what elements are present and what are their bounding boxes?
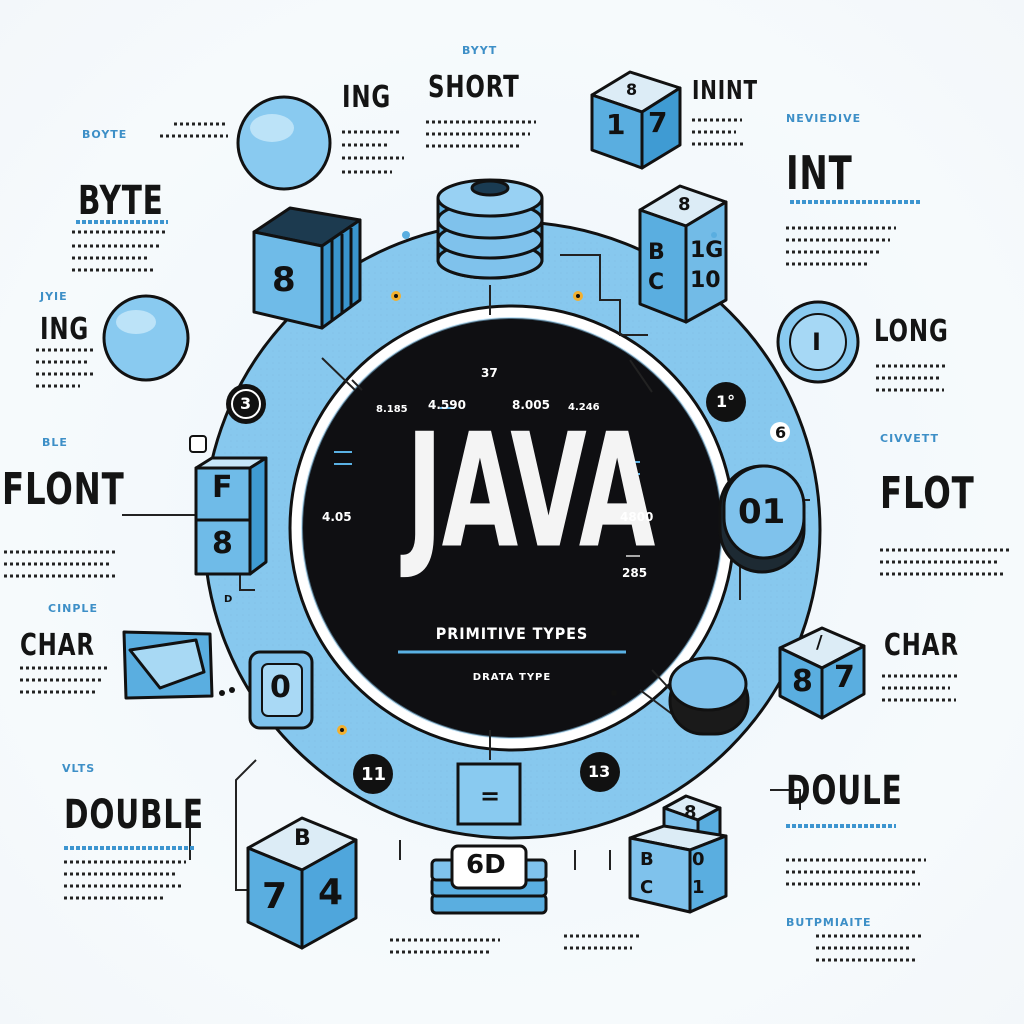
square-bottom-text: = [480, 782, 501, 810]
cube-double-right: 4 [318, 872, 344, 913]
cube-char-left: 8 [792, 664, 813, 699]
label-inint: ININT [692, 76, 758, 106]
caption: DRATA TYPE [472, 672, 552, 683]
block-flont [194, 456, 268, 576]
cube-short-left: 1 [606, 108, 626, 141]
small-byyt: BYYT [462, 44, 498, 57]
d-small-text: D [224, 594, 233, 605]
label-char-right: CHAR [884, 628, 959, 663]
cube-int-top: 8 [678, 194, 691, 215]
cube-double-top: B [294, 826, 311, 851]
block-flont-top: F [212, 470, 233, 505]
dot-br-text: 13 [588, 762, 611, 781]
pill-right [668, 656, 750, 736]
database-stack [436, 178, 544, 280]
pill-flot-text: 01 [738, 492, 786, 532]
small-ble: BLE [42, 436, 68, 449]
box-byte-front: 8 [272, 260, 296, 300]
sphere-left [102, 294, 190, 382]
num-row1: 8.185 [376, 404, 408, 415]
cube-double-left: 7 [262, 876, 288, 917]
num-row2: 4.590 [428, 398, 466, 412]
num-row4: 4.246 [568, 402, 600, 413]
cube-double [246, 816, 358, 950]
dot-left-text: 3 [240, 394, 252, 413]
label-double: DOUBLE [64, 792, 204, 838]
cube-char-top: / [816, 632, 823, 653]
small-nevedive: NEVIEDIVE [786, 112, 862, 125]
main-title: JAVA [406, 400, 655, 584]
num-right2: 285 [622, 566, 648, 580]
label-long: LONG [874, 314, 949, 349]
block-flont-bottom: 8 [212, 526, 233, 561]
cube-int-right: 1G 10 [690, 238, 724, 293]
cube-doule-left: B C [640, 849, 654, 898]
label-short: SHORT [428, 70, 520, 105]
sphere-top [236, 95, 332, 191]
square-bottom [456, 762, 522, 826]
coin-long-text: I [812, 328, 821, 356]
cube-char [778, 626, 866, 720]
num-right: 4800 [620, 510, 654, 524]
small-vlts: VLTS [62, 762, 96, 775]
stack-bottom [430, 844, 548, 915]
six-text: 6 [775, 423, 787, 442]
cube-char-right: 7 [834, 660, 855, 695]
label-int: INT [786, 146, 853, 200]
label-byte: BYTE [78, 178, 164, 224]
cube-short-top: 8 [626, 80, 638, 99]
dot-br [580, 752, 620, 792]
small-civvett: CIVVETT [880, 432, 939, 445]
dot-bl-text: 11 [361, 764, 387, 785]
cube-int-left: B C [648, 240, 665, 295]
small-cinple: CINPLE [48, 602, 98, 615]
small-boyte: BOYTE [82, 128, 128, 141]
subtitle: PRIMITIVE TYPES [435, 624, 589, 643]
pill-flot [718, 464, 806, 574]
num-top: 37 [481, 366, 498, 380]
cube-doule [628, 794, 728, 914]
label-ing-left: ING [40, 312, 90, 347]
label-doule: DOULE [786, 768, 903, 814]
small-jyie: JYIE [40, 290, 68, 303]
cube-short [590, 70, 682, 170]
num-left: 4.05 [322, 510, 352, 524]
small-butpmiaite: BUTPMIAITE [786, 916, 872, 929]
num-row3: 8.005 [512, 398, 550, 412]
box-byte [252, 206, 362, 330]
label-char-left: CHAR [20, 628, 95, 663]
dot-right-text: 1° [716, 392, 736, 411]
cube-int [638, 184, 728, 324]
slab-char [122, 630, 214, 700]
label-flont: FLONT [2, 464, 125, 515]
cube-doule-top: 8 [684, 802, 697, 823]
tile-char-text: 0 [270, 670, 291, 705]
cube-doule-right: 0 1 [692, 849, 705, 898]
dot-right [706, 382, 746, 422]
cube-short-right: 7 [648, 106, 668, 139]
label-ing-top: ING [342, 80, 392, 115]
stack-bottom-text: 6D [466, 850, 506, 880]
label-flot: FLOT [880, 468, 975, 519]
dot-bl [353, 754, 393, 794]
